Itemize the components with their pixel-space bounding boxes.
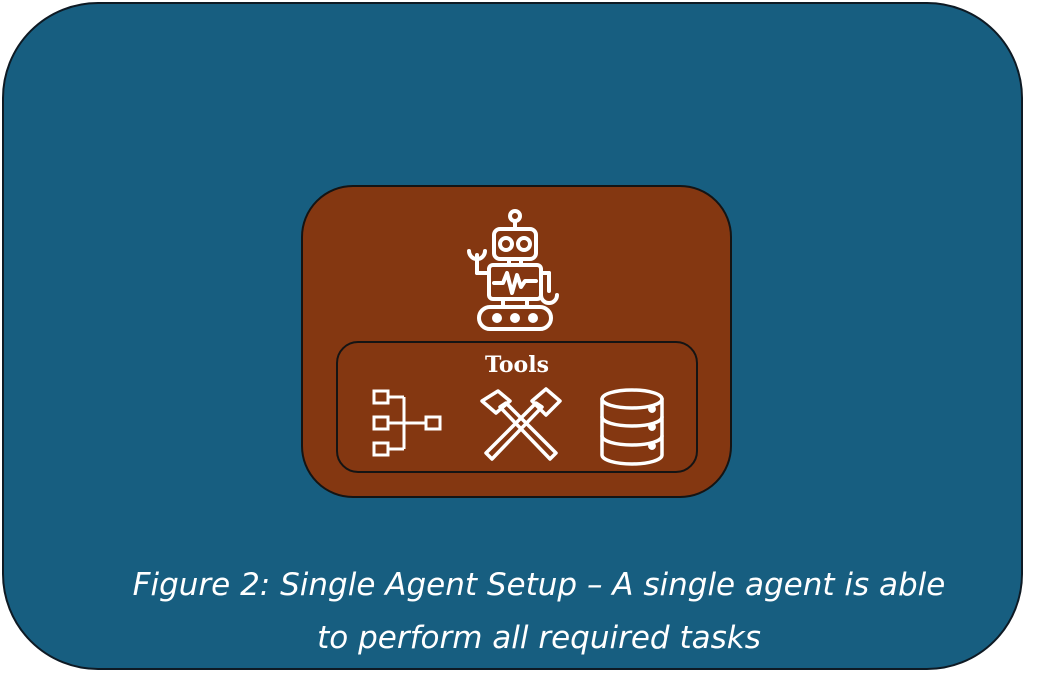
outer-panel: Tools (2, 2, 1023, 670)
tools-label: Tools (485, 352, 549, 378)
tools-box: Tools (336, 341, 698, 473)
caption-line-1: Figure 2: Single Agent Setup – A single … (132, 567, 946, 603)
hierarchy-icon (372, 389, 442, 457)
figure-caption: Figure 2: Single Agent Setup – A single … (44, 559, 1034, 665)
database-icon (600, 388, 664, 466)
robot-icon (467, 209, 559, 331)
agent-box: Tools (301, 185, 732, 498)
hammer-pick-icon (480, 387, 562, 461)
caption-line-2: to perform all required tasks (317, 620, 761, 656)
